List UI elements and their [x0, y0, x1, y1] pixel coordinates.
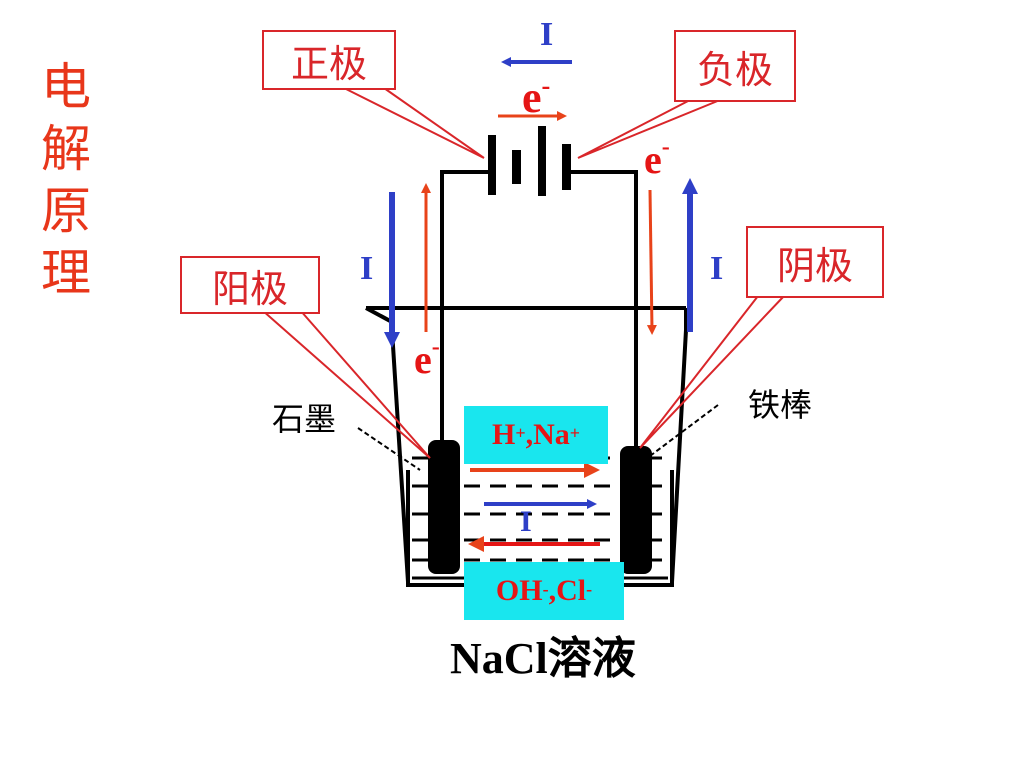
current-label-right: I [710, 250, 724, 287]
current-label-top: I [540, 16, 554, 53]
cathode-box: 阴极 [746, 226, 884, 298]
anion-box: OH-,Cl- [464, 562, 624, 620]
circuit-wires [440, 170, 638, 452]
title-char: 解 [41, 120, 91, 178]
iron-electrode [620, 446, 652, 574]
current-label-solution: I [520, 505, 532, 538]
title-char: 电 [41, 58, 91, 116]
callout-lines [261, 87, 785, 459]
electron-label-left: e- [414, 334, 440, 382]
current-label-left: I [360, 250, 374, 287]
electron-label-top: e- [522, 70, 551, 122]
solution-label: NaCl溶液 [450, 634, 636, 683]
negative-pole-box: 负极 [674, 30, 796, 102]
electron-label-right: e- [644, 134, 670, 182]
iron-rod-label: 铁棒 [748, 386, 813, 424]
slide-title: 电 解 原 理 [38, 56, 94, 304]
battery-symbol [488, 126, 571, 196]
title-char: 理 [41, 244, 91, 302]
graphite-label: 石墨 [272, 400, 337, 438]
positive-pole-box: 正极 [262, 30, 396, 90]
graphite-electrode [428, 440, 460, 574]
cation-box: H+,Na+ [464, 406, 608, 464]
title-char: 原 [41, 182, 91, 240]
anode-box: 阳极 [180, 256, 320, 314]
electron-arrow-right [646, 189, 657, 335]
